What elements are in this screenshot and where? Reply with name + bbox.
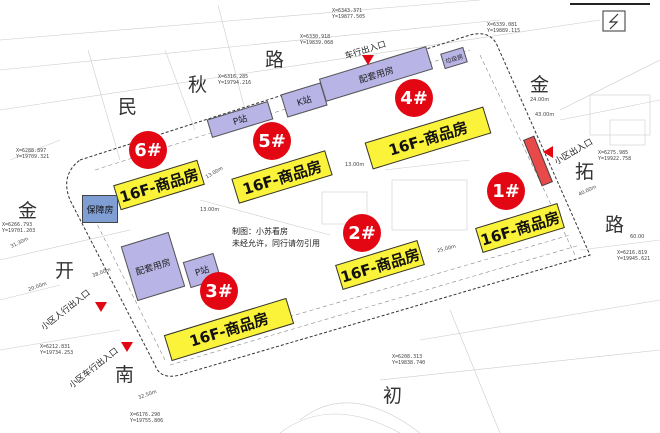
distance-label: 13.00m: [345, 162, 365, 168]
north-indicator: [570, 3, 650, 32]
watermark-note: 制图：小苏看房 未经允许，同行请勿引用: [232, 227, 320, 248]
entrance-marker-icon: [121, 342, 133, 352]
distance-label: 60.00: [630, 234, 645, 240]
road-char: 秋: [188, 74, 208, 96]
distance-label: 13.00m: [200, 207, 220, 213]
entrance-marker-icon: [362, 55, 374, 65]
road-char: 金: [18, 200, 38, 222]
road-char: 开: [55, 260, 75, 282]
building-6-badge: 6#: [129, 131, 167, 169]
entrance-marker-icon: [95, 302, 107, 312]
road-char: 金: [530, 74, 550, 96]
road-char: 初: [383, 385, 403, 407]
building-3-badge: 3#: [200, 272, 238, 310]
building-5-badge: 5#: [253, 122, 291, 160]
building-4-badge: 4#: [395, 79, 433, 117]
building-2-badge: 2#: [343, 214, 381, 252]
road-char: 拓: [575, 161, 595, 183]
entrance-marker-icon: [543, 146, 553, 158]
road-char: 南: [115, 364, 135, 386]
affordable-housing: 保障房: [82, 195, 118, 223]
road-char: 民: [118, 96, 138, 118]
road-char: 路: [605, 214, 625, 236]
distance-label: 43.00m: [535, 112, 555, 118]
road-char: 路: [265, 49, 285, 71]
building-1-badge: 1#: [487, 172, 525, 210]
distance-label: 24.00m: [530, 97, 550, 103]
